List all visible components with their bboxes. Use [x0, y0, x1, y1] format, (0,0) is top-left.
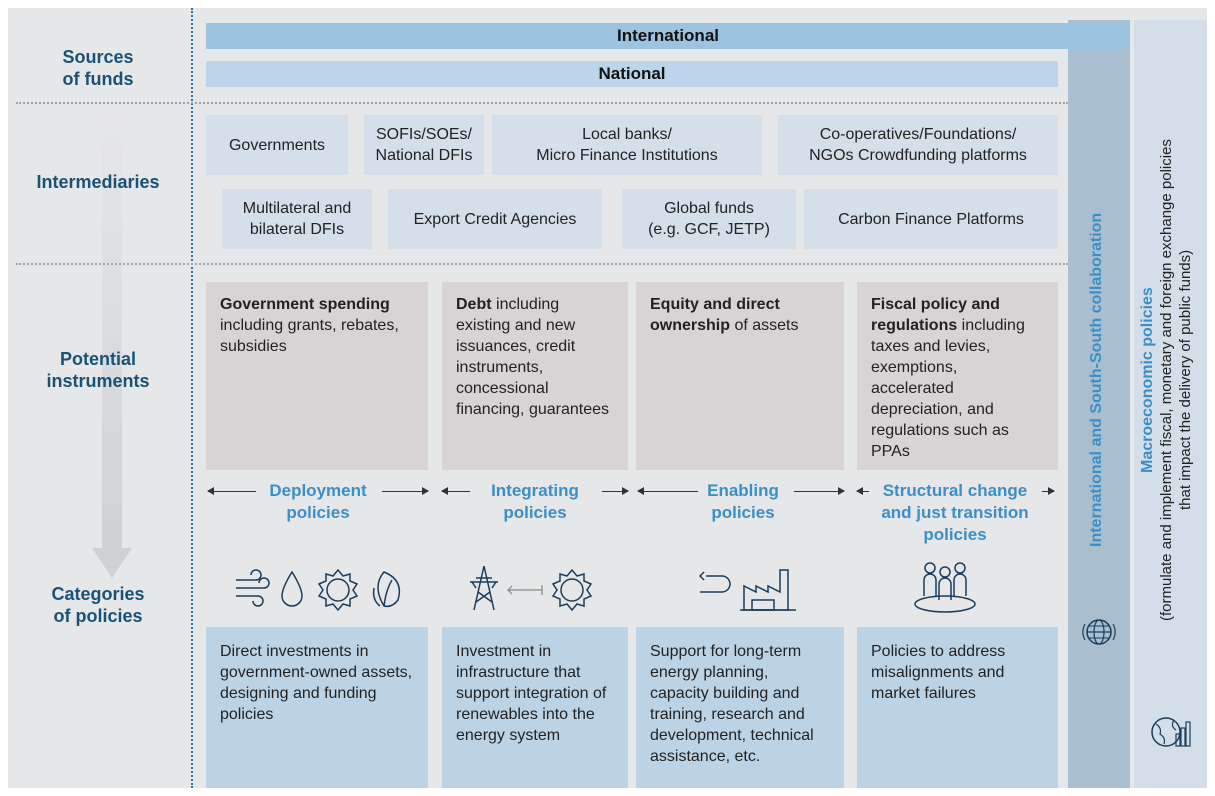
water-drop-icon — [281, 570, 303, 607]
deployment-icons — [236, 568, 401, 612]
instrument-text: of assets — [730, 317, 799, 334]
intermediary-label: Export Credit Agencies — [413, 210, 577, 228]
flow-arrow-head-icon — [92, 548, 132, 578]
category-title-structural: Structural change and just transition po… — [881, 481, 1029, 544]
row-divider-2 — [16, 263, 1068, 265]
category-title-deployment: Deployment policies — [269, 481, 367, 522]
connector-right — [382, 487, 429, 495]
connector-left — [207, 487, 256, 495]
connector-left — [441, 487, 470, 495]
globe-finance-icon — [1151, 717, 1191, 747]
intermediary-export-credit: Export Credit Agencies — [388, 189, 602, 249]
integrating-icons — [470, 565, 593, 612]
column-gap — [1130, 20, 1134, 788]
category-deployment: Direct investments in government-owned a… — [206, 627, 428, 788]
people-group-icon — [914, 562, 976, 613]
left-divider — [191, 8, 193, 788]
instrument-debt: Debt including existing and new issuance… — [442, 282, 628, 470]
intermediary-local-banks: Local banks/ Micro Finance Institutions — [492, 115, 762, 175]
connector-left — [637, 487, 698, 495]
intermediary-label: Governments — [228, 136, 326, 154]
sun-icon — [317, 568, 359, 612]
factory-icon — [740, 569, 796, 611]
sun-icon — [551, 568, 593, 612]
instrument-text: including grants, rebates, subsidies — [220, 317, 399, 355]
leaf-icon — [372, 571, 401, 608]
instrument-title: Government spending — [220, 296, 390, 313]
macro-title: Macroeconomic policies — [1139, 287, 1156, 473]
category-title-enabling: Enabling policies — [707, 481, 779, 522]
category-title-integrating: Integrating policies — [491, 481, 579, 522]
intermediary-cooperatives: Co-operatives/Foundations/ NGOs Crowdfun… — [778, 115, 1058, 175]
enabling-icons — [698, 569, 796, 611]
intermediary-label: Multilateral and bilateral DFIs — [242, 200, 352, 238]
instrument-title: Equity and direct ownership — [650, 296, 780, 334]
globe-icon — [1082, 619, 1116, 645]
macro-column: Macroeconomic policies (formulate and im… — [1134, 20, 1207, 788]
intermediary-sofis: SOFIs/SOEs/ National DFIs — [364, 115, 484, 175]
instrument-text: including existing and new issuances, cr… — [456, 296, 609, 418]
category-enabling: Support for long-term energy planning, c… — [636, 627, 844, 788]
return-arrow-icon — [698, 571, 731, 593]
connector-right — [602, 487, 629, 495]
intermediary-multilateral-dfis: Multilateral and bilateral DFIs — [222, 189, 372, 249]
intermediary-global-funds: Global funds (e.g. GCF, JETP) — [622, 189, 796, 249]
label-categories-of-policies: Categories of policies — [51, 584, 145, 626]
band-national: National — [206, 61, 1058, 87]
intermediary-label: Local banks/ Micro Finance Institutions — [536, 126, 718, 164]
collab-column: International and South-South collaborat… — [1068, 20, 1130, 788]
label-sources-of-funds: Sources of funds — [62, 47, 134, 89]
instrument-title: Fiscal policy and regulations — [871, 296, 1000, 334]
instrument-fiscal-policy: Fiscal policy and regulations including … — [857, 282, 1058, 470]
instrument-government-spending: Government spending including grants, re… — [206, 282, 428, 470]
intermediary-label: Co-operatives/Foundations/ NGOs Crowdfun… — [809, 126, 1027, 164]
band-international: International — [206, 23, 1130, 49]
instrument-text: including taxes and levies, exemptions, … — [871, 317, 1025, 460]
connector-left — [856, 487, 869, 495]
instrument-equity: Equity and direct ownership of assets — [636, 282, 844, 470]
connector-right — [794, 487, 845, 495]
row-divider-1 — [16, 102, 1068, 104]
flow-arrow-shaft — [102, 106, 122, 550]
label-potential-instruments: Potential instruments — [46, 349, 150, 391]
category-integrating: Investment in infrastructure that suppor… — [442, 627, 628, 788]
instrument-title: Debt — [456, 296, 492, 313]
category-structural: Policies to address misalignments and ma… — [857, 627, 1058, 788]
macro-text-block: Macroeconomic policies (formulate and im… — [1138, 130, 1202, 630]
connector-right — [1042, 487, 1055, 495]
intermediary-label: Global funds (e.g. GCF, JETP) — [648, 200, 770, 238]
diagram-canvas: Sources of funds Intermediaries Potentia… — [8, 8, 1207, 788]
transmission-tower-icon — [470, 565, 498, 611]
wind-icon — [236, 569, 270, 607]
macro-subtitle: (formulate and implement fiscal, monetar… — [1158, 139, 1194, 621]
label-intermediaries: Intermediaries — [36, 172, 160, 192]
intermediary-governments: Governments — [206, 115, 348, 175]
intermediary-label: SOFIs/SOEs/ National DFIs — [375, 126, 473, 164]
collab-label: International and South-South collaborat… — [1088, 212, 1105, 548]
intermediary-carbon-finance: Carbon Finance Platforms — [804, 189, 1058, 249]
intermediary-label: Carbon Finance Platforms — [838, 210, 1024, 228]
